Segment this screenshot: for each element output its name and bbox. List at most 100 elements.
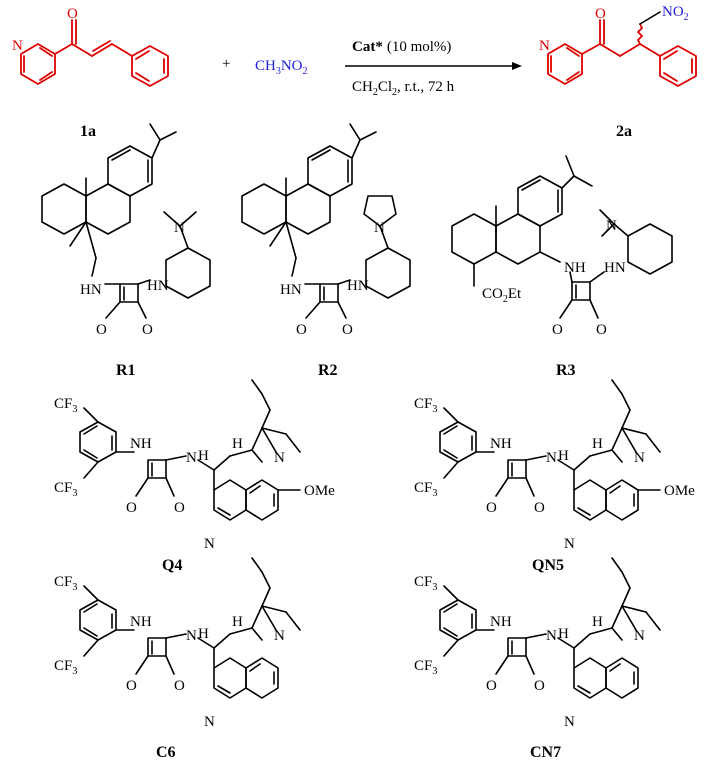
r3-amine-N: N (606, 218, 617, 234)
nitro-no: NO (662, 4, 684, 20)
atom-O: O (595, 6, 606, 22)
svg-text:CH3NO2: CH3NO2 (255, 58, 308, 77)
label-q4: Q4 (162, 557, 182, 574)
qn5-cf3-top: CF3 (414, 396, 437, 415)
q4-nh-right: N (186, 450, 197, 466)
c6-nh-left: NH (130, 614, 152, 630)
cn7-oxygen-2: O (534, 678, 545, 694)
cn7-cf3b: CF (414, 658, 432, 674)
c6-oxygen-2: O (174, 678, 185, 694)
q4-nh-right-h: H (198, 448, 209, 464)
c6-h: H (232, 614, 243, 630)
r3-hn-right: HN (604, 260, 626, 276)
catalyst-q4-structure: CF3 CF3 NH N H H N N O O OMe (54, 379, 335, 552)
c6-oxygen-1: O (126, 678, 137, 694)
q4-cf3-bottom: CF3 (54, 480, 77, 499)
qn5-oxygen-2: O (534, 500, 545, 516)
reagent-no: NO (281, 58, 303, 74)
cn7-nh-left: NH (490, 614, 512, 630)
reagent-ch: CH (255, 58, 276, 74)
catalyst-r2-structure: N HN HN O O (241, 123, 411, 338)
qn5-nh-right-h: H (558, 448, 569, 464)
r3-ester-et: Et (508, 286, 522, 302)
cn7-cf3-bottom: CF3 (414, 658, 437, 677)
r3-ester-co: CO (482, 286, 503, 302)
catalyst-r1-structure: N HN HN O O (41, 123, 211, 338)
c6-nh-right: N (186, 628, 197, 644)
q4-methoxy: OMe (304, 483, 335, 499)
cn7-quinoline-n: N (564, 714, 575, 730)
cn7-sub3b: 3 (432, 666, 437, 677)
cn7-nh-right: N (546, 628, 557, 644)
label-r1: R1 (116, 362, 136, 379)
cn7-nh-right-h: H (558, 626, 569, 642)
cond-sub2: 2 (392, 87, 397, 98)
qn5-h: H (592, 436, 603, 452)
cond-ch: CH (352, 79, 373, 95)
cn7-oxygen-1: O (486, 678, 497, 694)
cond-sub1: 2 (373, 87, 378, 98)
q4-cf3a: CF (54, 396, 72, 412)
q4-oxygen-2: O (174, 500, 185, 516)
q4-sub3b: 3 (72, 488, 77, 499)
atom-O: O (67, 6, 78, 22)
r2-oxygen-2: O (342, 322, 353, 338)
c6-quinoline-n: N (204, 714, 215, 730)
reaction-arrow (345, 62, 522, 70)
r2-amine-N: N (374, 220, 385, 236)
label-c6: C6 (156, 744, 176, 761)
c6-cf3a: CF (54, 574, 72, 590)
qn5-nh-right: N (546, 450, 557, 466)
c6-cf3-bottom: CF3 (54, 658, 77, 677)
catalyst-c6-structure: CF3 CF3 NH N H H N N O O (54, 557, 301, 730)
catalyst-qn5-structure: CF3 CF3 NH N H H N N O O OMe (414, 379, 695, 552)
cond-rest: , r.t., 72 h (397, 79, 455, 95)
q4-oxygen-1: O (126, 500, 137, 516)
r1-hn-right: HN (147, 278, 169, 294)
nitro-sub: 2 (684, 12, 689, 23)
q4-cf3-top: CF3 (54, 396, 77, 415)
c6-nh-right-h: H (198, 626, 209, 642)
label-r3: R3 (556, 362, 576, 379)
plus-sign: + (222, 56, 230, 72)
cn7-sub3a: 3 (432, 582, 437, 593)
qn5-quinoline-n: N (564, 536, 575, 552)
qn5-sub3a: 3 (432, 404, 437, 415)
r3-ester: CO2Et (482, 286, 522, 305)
r3-oxygen-2: O (596, 322, 607, 338)
qn5-quinuclidine-n: N (634, 450, 645, 466)
catalyst-bold: Cat* (352, 39, 383, 55)
r3-ester-sub: 2 (503, 294, 508, 305)
cn7-cf3a: CF (414, 574, 432, 590)
catalyst-loading: (10 mol%) (387, 39, 452, 55)
qn5-sub3b: 3 (432, 488, 437, 499)
c6-cf3b: CF (54, 658, 72, 674)
r2-hn-left: HN (280, 282, 302, 298)
qn5-cf3b: CF (414, 480, 432, 496)
cond-cl: Cl (378, 79, 392, 95)
q4-h: H (232, 436, 243, 452)
r3-oxygen-1: O (552, 322, 563, 338)
label-2a: 2a (616, 123, 632, 140)
r3-nh-left: NH (564, 260, 586, 276)
qn5-nh-left: NH (490, 436, 512, 452)
q4-nh-left: NH (130, 436, 152, 452)
qn5-cf3-bottom: CF3 (414, 480, 437, 499)
label-r2: R2 (318, 362, 338, 379)
c6-sub3a: 3 (72, 582, 77, 593)
c6-quinuclidine-n: N (274, 628, 285, 644)
label-qn5: QN5 (532, 557, 564, 574)
cn7-cf3-top: CF3 (414, 574, 437, 593)
reagent-nitromethane: CH3NO2 (255, 58, 308, 77)
catalyst-r3-structure: N NH HN O O CO2Et (451, 155, 673, 338)
nitro-group: NO2 (662, 4, 689, 23)
cn7-h: H (592, 614, 603, 630)
r2-hn-right: HN (347, 278, 369, 294)
qn5-cf3a: CF (414, 396, 432, 412)
c6-cf3-top: CF3 (54, 574, 77, 593)
q4-quinuclidine-n: N (274, 450, 285, 466)
q4-quinoline-n: N (204, 536, 215, 552)
cn7-quinuclidine-n: N (634, 628, 645, 644)
reagent-sub: 3 (276, 66, 281, 77)
atom-N: N (539, 38, 550, 54)
